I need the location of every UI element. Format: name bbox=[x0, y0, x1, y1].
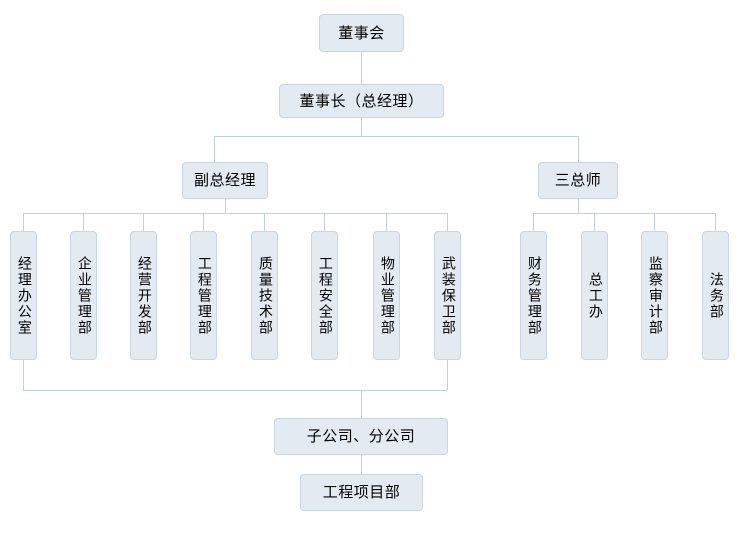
node-dept-property-management[interactable]: 物业管理部 bbox=[373, 231, 400, 360]
connector-level2-bus bbox=[214, 136, 578, 137]
connector-dept9-up bbox=[533, 213, 534, 231]
connector-three-chief-down bbox=[578, 199, 579, 213]
connector-dept8-down bbox=[447, 360, 448, 390]
node-chairman[interactable]: 董事长（总经理） bbox=[279, 84, 444, 118]
connector-bus-deputy bbox=[214, 136, 215, 162]
connector-dept6-up bbox=[324, 213, 325, 231]
connector-dept4-up bbox=[203, 213, 204, 231]
node-project-department[interactable]: 工程项目部 bbox=[300, 474, 423, 511]
node-dept-supervision-audit[interactable]: 监察审计部 bbox=[641, 231, 668, 360]
node-dept-chief-engineer-office[interactable]: 总工办 bbox=[581, 231, 608, 360]
node-three-chief[interactable]: 三总师 bbox=[538, 162, 618, 199]
connector-dept7-up bbox=[386, 213, 387, 231]
connector-dept10-up bbox=[594, 213, 595, 231]
node-dept-business-development[interactable]: 经营开发部 bbox=[130, 231, 157, 360]
connector-dept1-up bbox=[23, 213, 24, 231]
connector-chairman-down bbox=[361, 118, 362, 136]
node-dept-engineering-safety[interactable]: 工程安全部 bbox=[311, 231, 338, 360]
connector-dept11-up bbox=[654, 213, 655, 231]
connector-dept2-up bbox=[83, 213, 84, 231]
connector-dept5-up bbox=[264, 213, 265, 231]
node-board[interactable]: 董事会 bbox=[319, 14, 404, 52]
node-dept-finance-management[interactable]: 财务管理部 bbox=[520, 231, 547, 360]
connector-subsidiary-project bbox=[361, 455, 362, 474]
connector-board-chairman bbox=[361, 52, 362, 84]
node-dept-engineering-management[interactable]: 工程管理部 bbox=[190, 231, 217, 360]
node-dept-manager-office[interactable]: 经理办公室 bbox=[10, 231, 37, 360]
node-dept-armed-security[interactable]: 武装保卫部 bbox=[434, 231, 461, 360]
connector-bus-subsidiary bbox=[361, 390, 362, 418]
connector-dept1-down bbox=[23, 360, 24, 390]
node-subsidiary[interactable]: 子公司、分公司 bbox=[274, 418, 448, 455]
connector-dept3-up bbox=[143, 213, 144, 231]
node-dept-enterprise-management[interactable]: 企业管理部 bbox=[70, 231, 97, 360]
connector-subsidiary-bus bbox=[23, 390, 447, 391]
connector-dept8-up bbox=[447, 213, 448, 231]
connector-deputy-down bbox=[225, 199, 226, 213]
node-dept-quality-technology[interactable]: 质量技术部 bbox=[251, 231, 278, 360]
node-deputy-gm[interactable]: 副总经理 bbox=[182, 162, 268, 199]
connector-deptbus-right bbox=[533, 213, 716, 214]
connector-bus-three-chief bbox=[578, 136, 579, 162]
connector-deptbus-left bbox=[23, 213, 448, 214]
connector-dept12-up bbox=[715, 213, 716, 231]
node-dept-legal-affairs[interactable]: 法务部 bbox=[702, 231, 729, 360]
